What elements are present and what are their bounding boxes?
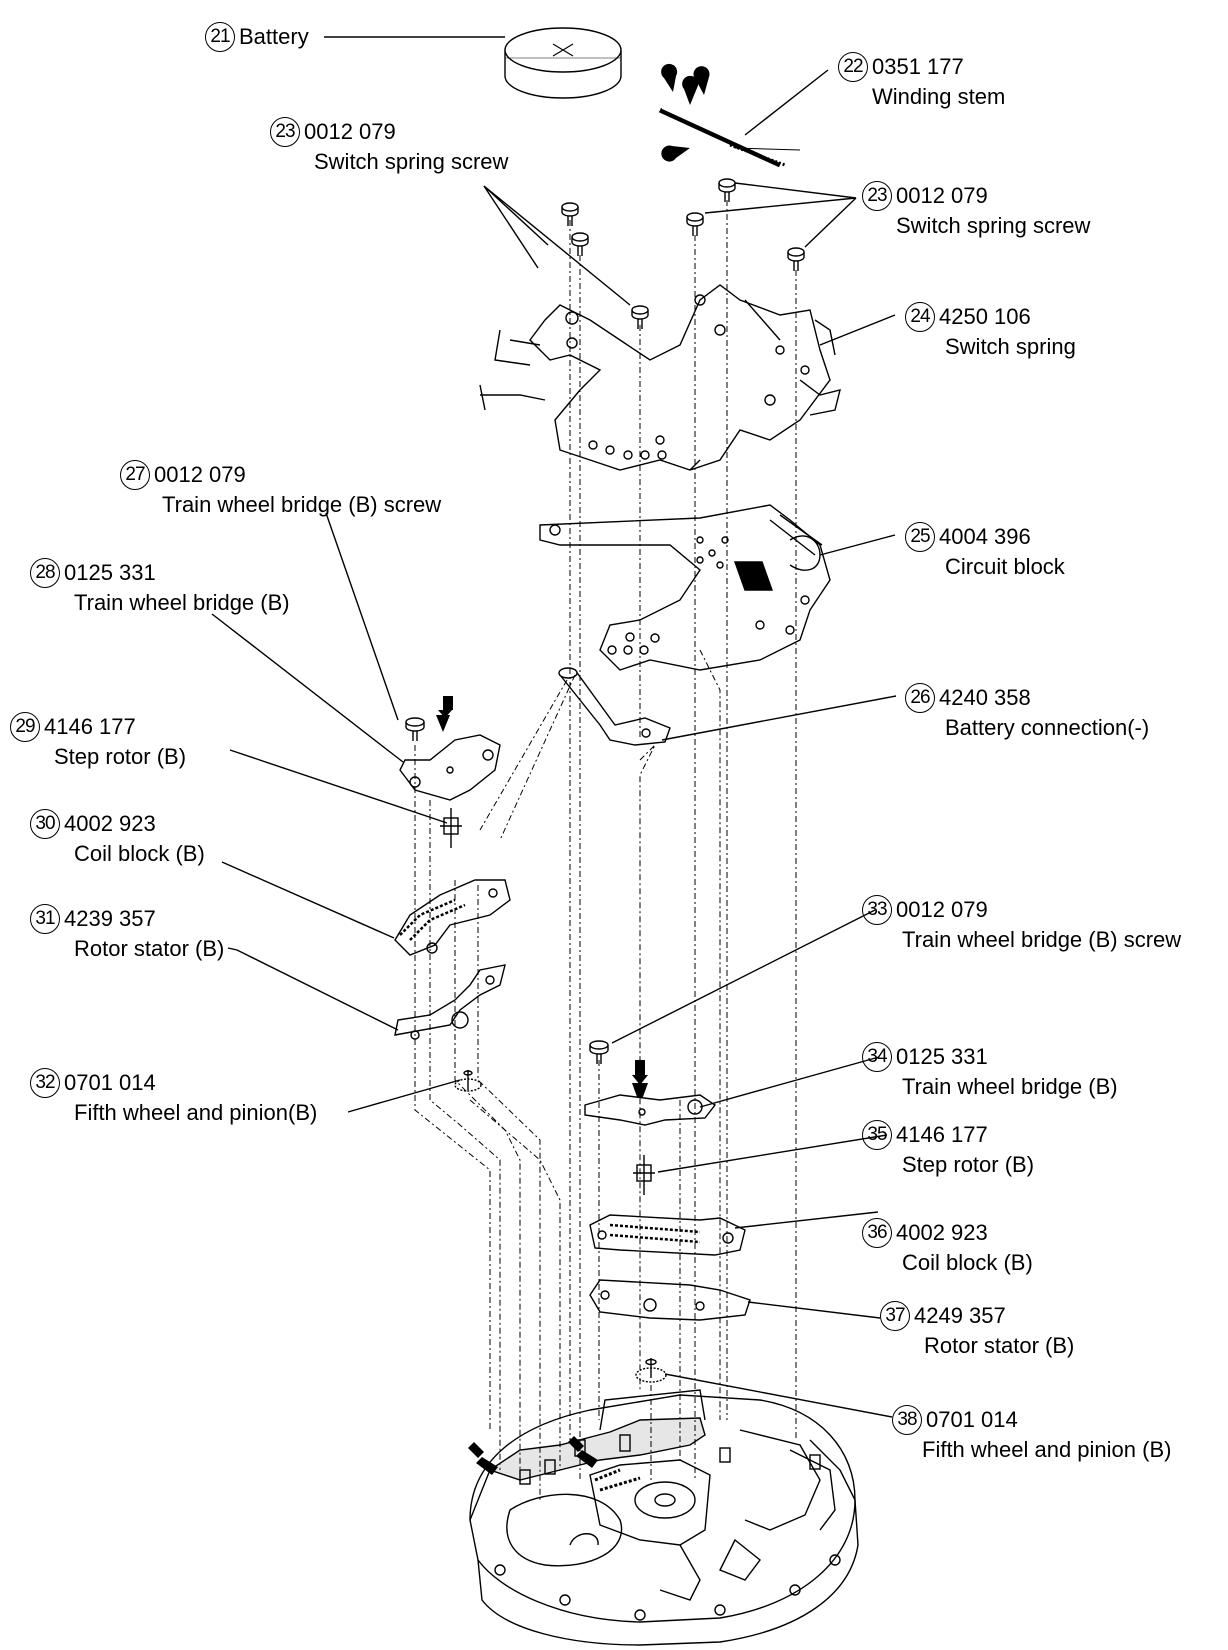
- part-name-36: Coil block (B): [902, 1250, 1033, 1275]
- lubrication-markers: [468, 1436, 598, 1475]
- part-name-22: Winding stem: [872, 84, 1006, 109]
- callout-number-30: 30: [30, 809, 60, 839]
- battery-drawing: [504, 27, 622, 99]
- part-name-29: Step rotor (B): [54, 744, 187, 769]
- part-name-26: Battery connection(-): [945, 715, 1150, 740]
- part-name-37: Rotor stator (B): [924, 1333, 1075, 1358]
- part-name-35: Step rotor (B): [902, 1152, 1035, 1177]
- part-name-21: Battery: [239, 24, 309, 49]
- part-code-24: 4250 106: [939, 304, 1031, 329]
- callout-number-32: 32: [30, 1068, 60, 1098]
- callout-number-23-left: 23: [270, 117, 300, 147]
- callout-number-38: 38: [892, 1405, 922, 1435]
- part-name-27: Train wheel bridge (B) screw: [162, 492, 442, 517]
- part-code-29: 4146 177: [44, 714, 136, 739]
- part-code-23-left: 0012 079: [304, 119, 396, 144]
- part-code-37: 4249 357: [914, 1303, 1006, 1328]
- part-name-34: Train wheel bridge (B): [902, 1074, 1118, 1099]
- part-name-23-right: Switch spring screw: [896, 213, 1091, 238]
- leader-lines: [211, 36, 897, 1418]
- part-code-38: 0701 014: [926, 1407, 1018, 1432]
- callout-number-22: 22: [838, 52, 868, 82]
- switch-spring-screws: [561, 178, 805, 329]
- part-name-33: Train wheel bridge (B) screw: [902, 927, 1182, 952]
- winding-stem-drawing: [658, 63, 801, 168]
- part-code-25: 4004 396: [939, 524, 1031, 549]
- part-code-26: 4240 358: [939, 685, 1031, 710]
- callout-number-31: 31: [30, 904, 60, 934]
- part-code-28: 0125 331: [64, 560, 156, 585]
- part-name-31: Rotor stator (B): [74, 936, 225, 961]
- callout-number-28: 28: [30, 558, 60, 588]
- part-code-31: 4239 357: [64, 906, 156, 931]
- part-name-23-left: Switch spring screw: [314, 149, 509, 174]
- part-name-25: Circuit block: [945, 554, 1065, 579]
- callout-number-35: 35: [862, 1120, 892, 1150]
- right-train-wheel-bridge-group: [584, 1040, 751, 1383]
- part-code-22: 0351 177: [872, 54, 964, 79]
- callout-number-37: 37: [880, 1301, 910, 1331]
- left-train-wheel-bridge-group: [394, 696, 511, 1092]
- circuit-block-drawing: [539, 504, 831, 671]
- callout-number-24: 24: [905, 302, 935, 332]
- part-code-35: 4146 177: [896, 1122, 988, 1147]
- callout-number-25: 25: [905, 522, 935, 552]
- movement-main-plate-drawing: [469, 1389, 859, 1646]
- part-code-30: 4002 923: [64, 811, 156, 836]
- switch-spring-drawing: [479, 284, 841, 471]
- callout-number-23-right: 23: [862, 181, 892, 211]
- part-code-27: 0012 079: [154, 462, 246, 487]
- callout-number-21: 21: [205, 22, 235, 52]
- part-name-32: Fifth wheel and pinion(B): [74, 1100, 318, 1125]
- part-code-32: 0701 014: [64, 1070, 156, 1095]
- part-code-36: 4002 923: [896, 1220, 988, 1245]
- callout-number-33: 33: [862, 895, 892, 925]
- callout-number-36: 36: [862, 1218, 892, 1248]
- part-name-28: Train wheel bridge (B): [74, 590, 290, 615]
- alignment-lines: [414, 200, 797, 1500]
- callout-number-29: 29: [10, 712, 40, 742]
- callout-number-27: 27: [120, 460, 150, 490]
- battery-connection-drawing: [558, 667, 671, 746]
- part-name-24: Switch spring: [945, 334, 1076, 359]
- callout-number-26: 26: [905, 683, 935, 713]
- part-code-23-right: 0012 079: [896, 183, 988, 208]
- part-code-34: 0125 331: [896, 1044, 988, 1069]
- part-code-33: 0012 079: [896, 897, 988, 922]
- part-name-38: Fifth wheel and pinion (B): [922, 1437, 1172, 1462]
- part-name-30: Coil block (B): [74, 841, 205, 866]
- callout-number-34: 34: [862, 1042, 892, 1072]
